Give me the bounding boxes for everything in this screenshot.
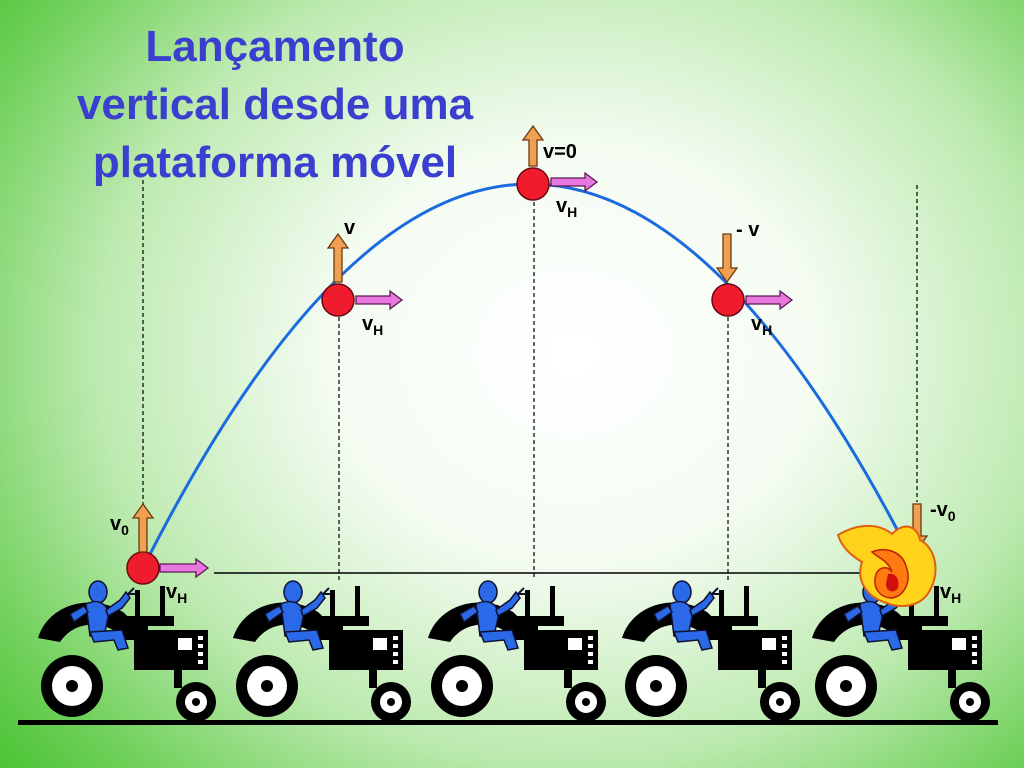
tractor-icon [37, 580, 217, 723]
velocity-arrow-icon [326, 232, 350, 283]
label-v-rising: v [344, 217, 356, 239]
velocity-arrow-icon [355, 289, 404, 311]
title-line-2: vertical desde uma [76, 80, 474, 129]
velocity-arrow-icon [715, 233, 739, 284]
velocity-arrow-icon [131, 502, 155, 553]
label-vh: vH [362, 313, 383, 338]
tractor-icon [427, 580, 607, 723]
tractor-icon [621, 580, 801, 723]
ball-icon [711, 283, 745, 317]
ball-icon [126, 551, 160, 585]
tractor-icon [232, 580, 412, 723]
label-v0: v0 [110, 513, 129, 538]
label-vh: vH [940, 581, 961, 606]
flame-icon [836, 524, 937, 607]
velocity-arrow-icon [550, 171, 599, 193]
title-line-3: plataforma móvel [92, 138, 458, 187]
label-vh: vH [166, 581, 187, 606]
ball-icon [516, 167, 550, 201]
label-vh: vH [751, 313, 772, 338]
trajectory-curve [141, 182, 919, 569]
title-line-1: Lançamento [145, 22, 405, 71]
vertical-guides [142, 180, 918, 580]
ground-line [18, 720, 998, 725]
ball-icon [321, 283, 355, 317]
velocity-arrow-icon [745, 289, 794, 311]
slide-title: Lançamento vertical desde uma plataforma… [30, 18, 520, 192]
label-vh: vH [556, 195, 577, 220]
label-v-top: v=0 [543, 141, 577, 163]
velocity-arrow-icon [159, 557, 210, 579]
velocity-arrow-icon [521, 124, 545, 167]
label-v-falling: - v [736, 219, 760, 241]
label-v-landing: -v0 [930, 499, 956, 524]
